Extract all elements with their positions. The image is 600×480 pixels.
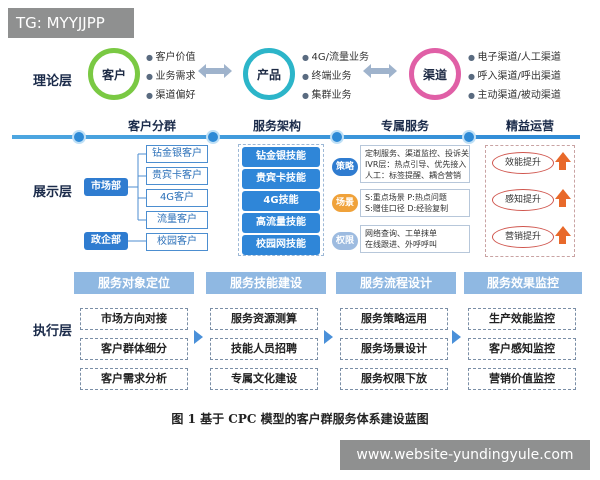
exe-item: 客户需求分析 <box>80 368 188 390</box>
exe-item: 客户感知监控 <box>468 338 576 360</box>
chevron-right-icon <box>324 330 333 344</box>
service-line: S:赠佳口径 D:经验复制 <box>365 204 449 213</box>
service-line: 定制服务、渠道监控、投诉关怀 <box>365 149 470 158</box>
service-box-permission: 网络查询、工单抹单 在线跟进、外呼呼叫 <box>360 225 470 253</box>
band-process-design: 服务流程设计 <box>336 272 456 294</box>
channel-circle-label: 渠道 <box>422 67 447 82</box>
customer-item: 客户价值 <box>146 48 196 67</box>
tech-skill: 高流量技能 <box>242 213 320 233</box>
tech-skill: 4G技能 <box>242 191 320 211</box>
exe-item: 服务策略运用 <box>340 308 448 330</box>
exe-item: 生产效能监控 <box>468 308 576 330</box>
section-header-segment: 客户分群 <box>127 119 176 133</box>
tech-skill: 校园网技能 <box>242 235 320 255</box>
product-item: 4G/流量业务 <box>302 48 369 67</box>
service-box-scene: S:重点场景 P:热点问题 S:赠佳口径 D:经验复制 <box>360 189 470 217</box>
customer-items: 客户价值 业务需求 渠道偏好 <box>146 48 196 105</box>
product-item: 集群业务 <box>302 86 369 105</box>
segment-item: 4G客户 <box>146 189 208 207</box>
chevron-right-icon <box>452 330 461 344</box>
exe-item: 营销价值监控 <box>468 368 576 390</box>
exe-item: 客户群体细分 <box>80 338 188 360</box>
exe-item: 市场方向对接 <box>80 308 188 330</box>
gov-dept-tag: 政企部 <box>84 232 128 250</box>
layer-label-execution: 执行层 <box>33 324 73 339</box>
service-line: S:重点场景 P:热点问题 <box>365 193 447 202</box>
up-arrow-icon <box>555 226 571 244</box>
section-header-operations: 精益运营 <box>505 119 554 133</box>
double-arrow-icon <box>363 64 397 78</box>
service-tag-strategy: 策略 <box>332 158 358 176</box>
chevron-right-icon <box>194 330 203 344</box>
product-items: 4G/流量业务 终端业务 集群业务 <box>302 48 369 105</box>
layer-label-display: 展示层 <box>33 185 73 200</box>
service-tag-scene: 场景 <box>332 194 358 212</box>
product-circle: 产品 <box>243 48 295 100</box>
band-effect-monitoring: 服务效果监控 <box>464 272 582 294</box>
tech-skill: 钻金银技能 <box>242 147 320 167</box>
exe-item: 服务权限下放 <box>340 368 448 390</box>
segment-item: 流量客户 <box>146 211 208 229</box>
exe-item: 专属文化建设 <box>210 368 318 390</box>
service-tag-permission: 权限 <box>332 232 358 250</box>
timeline-dot <box>206 130 220 144</box>
ops-target: 营销提升 <box>492 226 554 248</box>
tech-skill: 贵宾卡技能 <box>242 169 320 189</box>
watermark-bottom: www.website-yundingyule.com <box>340 440 590 470</box>
exe-item: 服务资源测算 <box>210 308 318 330</box>
double-arrow-icon <box>198 64 232 78</box>
customer-circle-label: 客户 <box>101 67 126 82</box>
up-arrow-icon <box>555 189 571 207</box>
exe-item: 技能人员招聘 <box>210 338 318 360</box>
service-line: IVR层：热点引导、优先接入 <box>365 160 467 169</box>
customer-item: 渠道偏好 <box>146 86 196 105</box>
segment-item: 钻金银客户 <box>146 145 208 163</box>
tech-skill-column <box>238 144 324 256</box>
bracket-lines <box>128 153 146 242</box>
section-header-architecture: 服务架构 <box>252 119 301 133</box>
band-skill-building: 服务技能建设 <box>206 272 326 294</box>
timeline-bar <box>12 135 580 139</box>
timeline-dot <box>462 130 476 144</box>
market-dept-tag: 市场部 <box>84 178 128 196</box>
service-box-strategy: 定制服务、渠道监控、投诉关怀 IVR层：热点引导、优先接入 人工：标签提醒、耦合… <box>360 145 470 183</box>
layer-label-theory: 理论层 <box>33 74 73 89</box>
service-line: 在线跟进、外呼呼叫 <box>365 240 437 249</box>
channel-item: 呼入渠道/呼出渠道 <box>468 67 561 86</box>
up-arrow-icon <box>555 152 571 170</box>
watermark-top: TG: MYYJJPP <box>8 8 134 38</box>
timeline-dot <box>72 130 86 144</box>
ops-column <box>485 145 575 257</box>
segment-item: 校园客户 <box>146 233 208 251</box>
channel-item: 主动渠道/被动渠道 <box>468 86 561 105</box>
segment-item: 贵宾卡客户 <box>146 167 208 185</box>
product-item: 终端业务 <box>302 67 369 86</box>
customer-circle: 客户 <box>88 48 140 100</box>
figure-caption: 图 1 基于 CPC 模型的客户群服务体系建设蓝图 <box>171 412 429 426</box>
channel-item: 电子渠道/人工渠道 <box>468 48 561 67</box>
band-target-positioning: 服务对象定位 <box>74 272 194 294</box>
customer-item: 业务需求 <box>146 67 196 86</box>
ops-target: 感知提升 <box>492 189 554 211</box>
channel-items: 电子渠道/人工渠道 呼入渠道/呼出渠道 主动渠道/被动渠道 <box>468 48 561 105</box>
product-circle-label: 产品 <box>256 67 281 82</box>
ops-target: 效能提升 <box>492 152 554 174</box>
section-header-service: 专属服务 <box>380 119 429 133</box>
service-line: 网络查询、工单抹单 <box>365 229 437 238</box>
service-line: 人工：标签提醒、耦合营销 <box>365 171 461 180</box>
timeline-dot <box>330 130 344 144</box>
exe-item: 服务场景设计 <box>340 338 448 360</box>
channel-circle: 渠道 <box>409 48 461 100</box>
